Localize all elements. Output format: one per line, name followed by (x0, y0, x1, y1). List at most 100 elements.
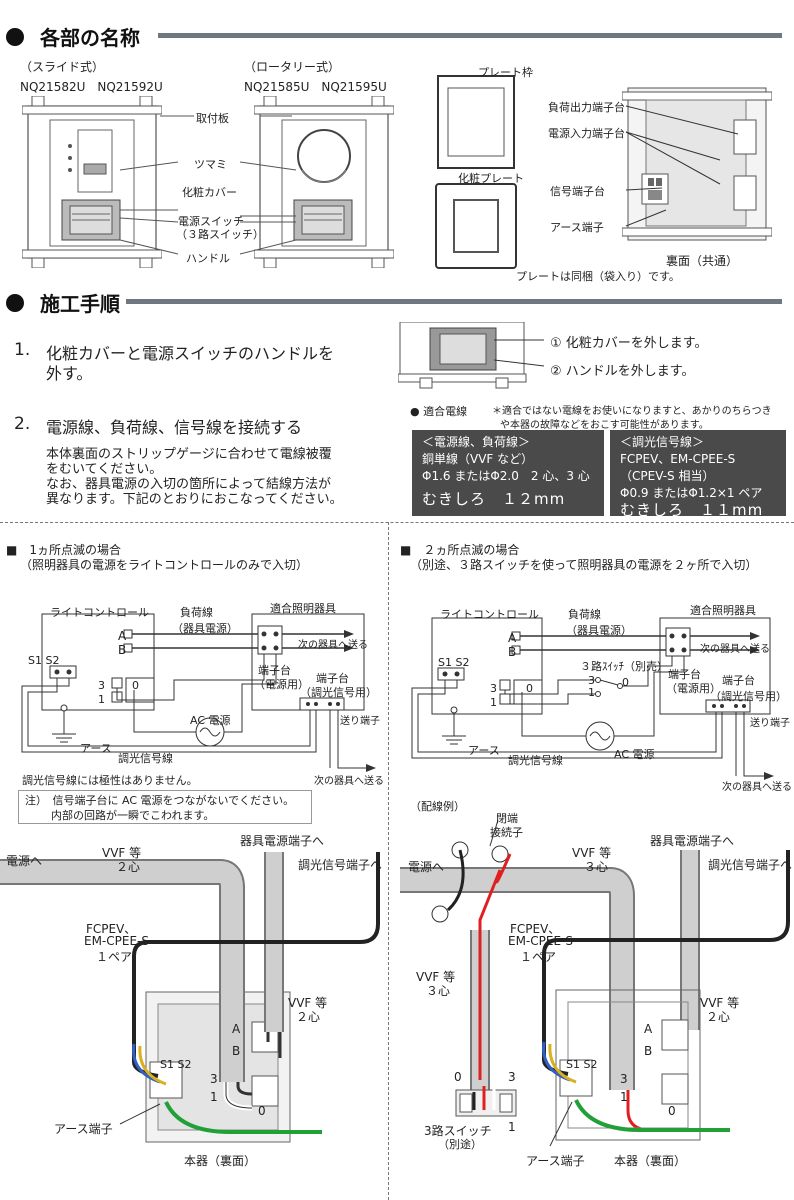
case1-signal-use: （調光信号用） (300, 686, 377, 699)
case2-fixture-power: （器具電源） (566, 624, 632, 637)
rotary-label: （ロータリー式） (244, 60, 341, 74)
ex2-example: （配線例） (410, 800, 465, 813)
label-a: A (644, 1022, 653, 1036)
slide-device-figure (22, 96, 162, 268)
case2-sw3: ３路ｽｲｯﾁ（別売） (580, 660, 668, 673)
case2-signal-use: （調光信号用） (710, 690, 787, 703)
label-sw-1: 1 (508, 1120, 516, 1134)
ex1-emcpee: EM-CPEE-S (84, 934, 149, 948)
step1-callouts (494, 339, 545, 367)
label-earth-terminal: アース端子 (550, 221, 604, 234)
wire-heading: ● 適合電線 (410, 405, 468, 418)
ex2-body-back: 本器（裏面） (614, 1154, 687, 1168)
bullet-icon (6, 27, 24, 46)
ex2-to-power: 電源へ (408, 860, 445, 874)
label-s1s2: S1 S2 (438, 656, 470, 669)
label-sw-0: 0 (622, 676, 629, 689)
ex2-earth-terminal: アース端子 (526, 1154, 585, 1168)
wire-caution2: や本器の故障などをおこす可能性があります。 (500, 420, 709, 431)
ex2-pair: １ペア (520, 950, 557, 964)
case2-subtitle: （別途、３路スイッチを使って照明器具の電源を２ヶ所で入切） (410, 558, 758, 572)
label-sw-1: 1 (588, 686, 595, 699)
case2-load-wire: 負荷線 (568, 608, 601, 621)
label-3: 3 (210, 1072, 218, 1086)
ex2-to-fixture: 器具電源端子へ (650, 834, 735, 848)
label-power-terminal: 電源入力端子台 (548, 127, 625, 140)
ex2-vvf: VVF 等 (572, 846, 612, 860)
ex2-vvf2-n: ２心 (706, 1010, 731, 1024)
label-0: 0 (258, 1104, 266, 1118)
section-title-parts: 各部の名称 (6, 22, 140, 51)
ex2-sw3: 3路スイッチ (424, 1124, 492, 1138)
case2-terminal: 端子台 (668, 668, 701, 681)
label-0: 0 (668, 1104, 676, 1118)
label-3: 3 (98, 679, 105, 692)
label-b: B (508, 645, 517, 659)
case1-circuit (21, 613, 376, 772)
case2-to-next: 次の器具へ送る (700, 644, 770, 655)
ex2-closed: 閉端 (496, 812, 518, 825)
step2-desc4: 異なります。下記のとおりにおこなってください。 (46, 492, 343, 507)
label-sw-0: 0 (454, 1070, 462, 1084)
label-back-common: 裏面（共通） (666, 254, 739, 268)
label-a: A (508, 631, 517, 645)
case2-light-control: ライトコントロール (440, 608, 539, 621)
label-1: 1 (620, 1090, 628, 1104)
ex1-fcpev: FCPEV、 (86, 922, 137, 936)
bullet-icon (6, 293, 24, 312)
case1-ac: AC 電源 (190, 714, 231, 727)
label-signal-terminal: 信号端子台 (550, 185, 605, 198)
wire-box-power: ＜電源線、負荷線＞ 銅単線（VVF など） Φ1.6 またはΦ2.0 2 心、3… (412, 430, 604, 516)
slide-models: NQ21582U NQ21592U (20, 80, 163, 94)
case1-to-next: 次の器具へ送る (298, 640, 368, 651)
wire-box-signal: ＜調光信号線＞ FCPEV、EM-CPEE-S （CPEV-S 相当） Φ0.9… (610, 430, 786, 519)
ex2-sw3-sub: （別途） (438, 1138, 482, 1151)
step1-note1: ① 化粧カバーを外します。 (550, 336, 708, 351)
case2-to-next2: 次の器具へ送る (722, 782, 792, 793)
rotary-models: NQ21585U NQ21595U (244, 80, 387, 94)
label-3: 3 (620, 1072, 628, 1086)
back-callout-lines (625, 105, 739, 227)
label-b: B (118, 643, 127, 657)
label-1: 1 (490, 696, 497, 709)
ex2-vvf-left-n: ３心 (426, 984, 451, 998)
slide-label: （スライド式） (20, 60, 105, 74)
ex1-wiring-figure (0, 852, 380, 1143)
case2-signal-wire: 調光信号線 (508, 754, 563, 767)
ex2-vvf-left: VVF 等 (416, 970, 456, 984)
label-0: 0 (526, 682, 533, 695)
label-s1s2: S1 S2 (160, 1058, 192, 1071)
label-cover: 化粧カバー (182, 186, 237, 199)
label-s1s2: S1 S2 (566, 1058, 598, 1071)
section-divider (158, 33, 782, 38)
case1-signal-wire: 調光信号線 (118, 752, 173, 765)
label-b: B (232, 1044, 241, 1058)
back-view-figure (622, 87, 772, 241)
ex1-to-power: 電源へ (6, 854, 43, 868)
case1-fixture-power: （器具電源） (172, 622, 238, 635)
case2-title: ■ ２ヵ所点滅の場合 (400, 543, 520, 557)
ex2-emcpee: EM-CPEE-S (508, 934, 573, 948)
step2-desc2: をむいてください。 (46, 462, 163, 477)
section-title-procedure: 施工手順 (6, 288, 120, 317)
ex2-vvf2: VVF 等 (700, 996, 740, 1010)
label-3: 3 (490, 682, 497, 695)
case1-subtitle: （照明器具の電源をライトコントロールのみで入切） (20, 558, 309, 572)
step1-note2: ② ハンドルを外します。 (550, 364, 695, 379)
label-plate-note: プレートは同梱（袋入り）です。 (516, 270, 680, 283)
case1-title: ■ 1ヵ所点滅の場合 (6, 543, 121, 557)
case1-send-terminal: 送り端子 (340, 716, 380, 727)
ex2-wiring-figure (400, 819, 790, 1147)
step1-text-line2: 外す。 (46, 364, 93, 383)
ex1-body-back: 本器（裏面） (184, 1154, 257, 1168)
rotary-device-figure (254, 96, 394, 268)
dashed-divider (0, 522, 794, 523)
plate-figure (435, 75, 517, 269)
label-0: 0 (132, 679, 139, 692)
case1-terminal: 端子台 (258, 664, 291, 677)
case2-earth: アース (468, 744, 500, 757)
step2-desc3: なお、器具電源の入切の箇所によって結線方法が (46, 477, 331, 492)
label-deco-plate: 化粧プレート (458, 172, 524, 185)
label-1: 1 (210, 1090, 218, 1104)
case1-earth: アース (80, 742, 112, 755)
